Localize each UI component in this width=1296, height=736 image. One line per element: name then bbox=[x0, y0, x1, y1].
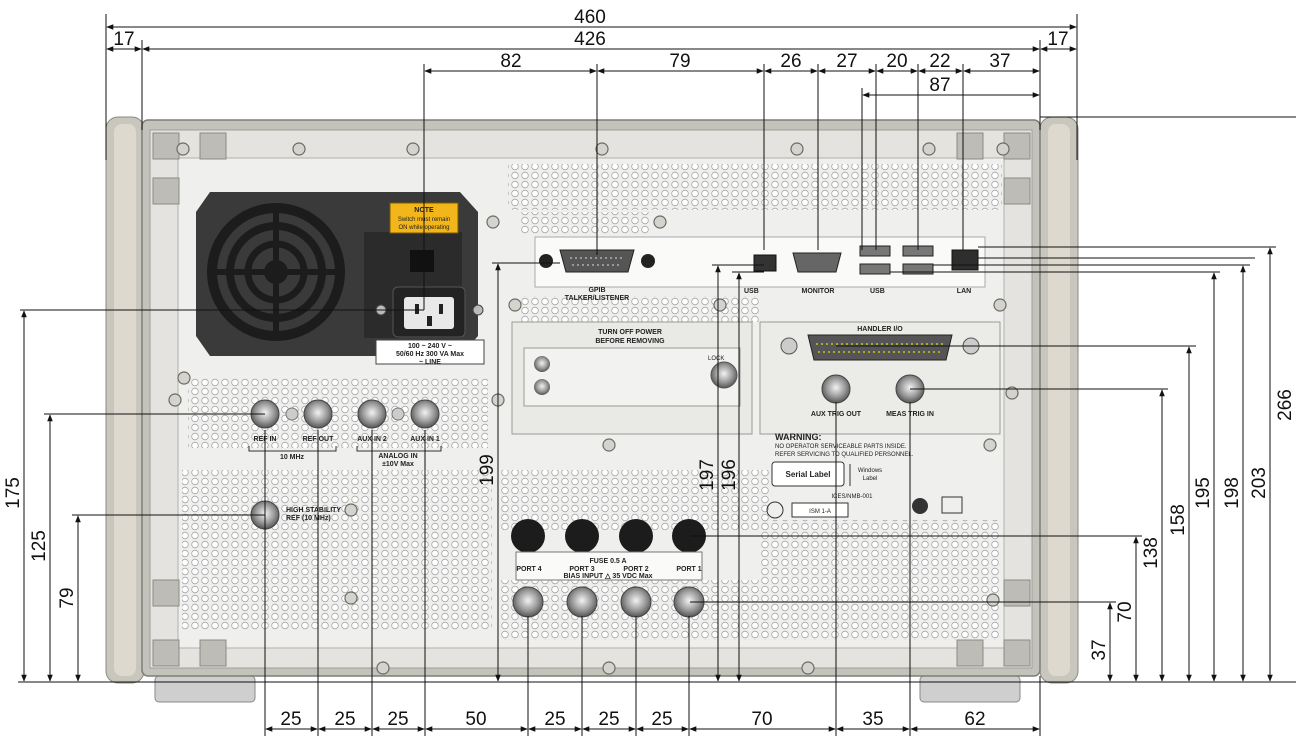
dim-bottom-3: 25 bbox=[387, 709, 408, 730]
power-rating-line-3: ~ LINE bbox=[419, 359, 441, 366]
corner-pads bbox=[152, 132, 1031, 667]
dim-bottom-6: 25 bbox=[598, 709, 619, 730]
dim-196: 196 bbox=[719, 459, 740, 491]
dim-37-right: 37 bbox=[1089, 639, 1110, 660]
power-inlet: 100 ~ 240 V ~ 50/60 Hz 300 VA Max ~ LINE bbox=[375, 250, 485, 366]
dim-27: 27 bbox=[836, 51, 857, 72]
port-1-label: PORT 1 bbox=[676, 566, 701, 573]
windows-label-1: Windows bbox=[858, 468, 882, 474]
dim-bottom-10: 62 bbox=[964, 709, 985, 730]
power-rating-line-1: 100 ~ 240 V ~ bbox=[408, 343, 452, 350]
ten-mhz-label: 10 MHz bbox=[280, 454, 305, 461]
dim-198: 198 bbox=[1222, 477, 1243, 509]
gpib-sublabel: TALKER/LISTENER bbox=[565, 295, 629, 302]
lock-label: LOCK bbox=[708, 356, 724, 362]
handler-io-panel: HANDLER I/O AUX TRIG OUT MEAS TRIG IN bbox=[759, 321, 1001, 435]
dim-175: 175 bbox=[3, 477, 24, 509]
ices-label: ICES/NMB-001 bbox=[831, 494, 873, 500]
dim-bottom-5: 25 bbox=[544, 709, 565, 730]
port-4-label: PORT 4 bbox=[516, 566, 541, 573]
power-rating-line-2: 50/60 Hz 300 VA Max bbox=[396, 351, 464, 358]
dim-bottom-8: 70 bbox=[751, 709, 772, 730]
dim-158: 158 bbox=[1168, 504, 1189, 536]
dim-26: 26 bbox=[780, 51, 801, 72]
dim-82: 82 bbox=[500, 51, 521, 72]
dim-bottom-7: 25 bbox=[651, 709, 672, 730]
serial-label: Serial Label bbox=[786, 470, 831, 479]
port-3-label: PORT 3 bbox=[569, 566, 594, 573]
bias-input-label: BIAS INPUT △ 35 VDC Max bbox=[563, 573, 652, 580]
dimension-values: 460 17 426 17 82 79 26 27 20 22 37 87 25… bbox=[3, 7, 1296, 730]
usb-label-2: USB bbox=[870, 288, 885, 295]
dim-bottom-1: 25 bbox=[280, 709, 301, 730]
dim-79-left: 79 bbox=[57, 587, 78, 608]
left-handle bbox=[105, 116, 145, 684]
dim-right-handle: 17 bbox=[1047, 29, 1068, 50]
dim-125: 125 bbox=[29, 530, 50, 562]
warning-line-3: REFER SERVICING TO QUALIFIED PERSONNEL. bbox=[775, 452, 914, 458]
warning-line-2: NO OPERATOR SERVICEABLE PARTS INSIDE. bbox=[775, 444, 907, 450]
dimension-lines bbox=[18, 14, 1296, 736]
high-stability-label-2: REF (10 MHz) bbox=[286, 515, 331, 522]
dim-199: 199 bbox=[477, 454, 498, 486]
monitor-label: MONITOR bbox=[802, 288, 835, 295]
dim-87: 87 bbox=[929, 75, 950, 96]
dim-266: 266 bbox=[1275, 389, 1296, 421]
dim-203: 203 bbox=[1249, 467, 1270, 499]
handler-io-label: HANDLER I/O bbox=[857, 326, 903, 333]
port-2-label: PORT 2 bbox=[623, 566, 648, 573]
dim-bottom-4: 50 bbox=[465, 709, 486, 730]
dim-left-handle: 17 bbox=[113, 29, 134, 50]
warning-title: WARNING: bbox=[775, 432, 822, 442]
bias-ports: FUSE 0.5 A PORT 4 PORT 3 PORT 2 PORT 1 B… bbox=[511, 519, 706, 618]
dim-20: 20 bbox=[886, 51, 907, 72]
dim-70: 70 bbox=[1115, 601, 1136, 622]
right-handle bbox=[1039, 116, 1079, 684]
io-strip: GPIB TALKER/LISTENER USB MONITOR USB LAN bbox=[534, 236, 986, 302]
dim-bottom-9: 35 bbox=[862, 709, 883, 730]
dim-overall-width: 460 bbox=[574, 7, 606, 28]
dim-22: 22 bbox=[929, 51, 950, 72]
screws bbox=[168, 142, 1019, 675]
dim-138: 138 bbox=[1141, 537, 1162, 569]
dim-195: 195 bbox=[1193, 477, 1214, 509]
dim-inner-width: 426 bbox=[574, 29, 606, 50]
dim-bottom-2: 25 bbox=[334, 709, 355, 730]
warning-block: WARNING: NO OPERATOR SERVICEABLE PARTS I… bbox=[766, 432, 963, 519]
high-stability-label-1: HIGH STABILITY bbox=[286, 507, 341, 514]
fuse-label: FUSE 0.5 A bbox=[589, 558, 626, 565]
analog-in-label: ANALOG IN bbox=[378, 453, 417, 460]
dim-79: 79 bbox=[669, 51, 690, 72]
dim-197: 197 bbox=[697, 459, 718, 491]
windows-label-2: Label bbox=[863, 476, 878, 482]
dim-37-top: 37 bbox=[989, 51, 1010, 72]
turn-off-label-2: BEFORE REMOVING bbox=[595, 338, 665, 345]
lan-label: LAN bbox=[957, 288, 971, 295]
usb-label-1: USB bbox=[744, 288, 759, 295]
ism-label: ISM 1-A bbox=[809, 509, 831, 515]
analog-in-max-label: ±10V Max bbox=[382, 461, 414, 468]
turn-off-label-1: TURN OFF POWER bbox=[598, 329, 662, 336]
feet bbox=[154, 675, 1021, 703]
gpib-label: GPIB bbox=[588, 287, 605, 294]
option-slot: TURN OFF POWER BEFORE REMOVING LOCK bbox=[511, 321, 753, 435]
